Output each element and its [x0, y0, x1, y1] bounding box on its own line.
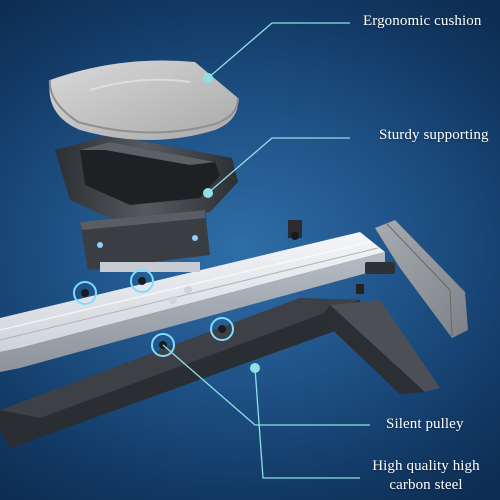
- callout-line-pulley: [162, 344, 370, 426]
- seat-cushion: [48, 60, 239, 140]
- callout-label-support: Sturdy supporting: [379, 127, 489, 143]
- pulley-wheel: [210, 317, 234, 341]
- callout-dots: [203, 73, 260, 373]
- callout-line-support: [207, 137, 350, 194]
- callout-line-cushion: [207, 22, 350, 79]
- pulley-wheels: [73, 269, 234, 357]
- callout-dot: [203, 73, 213, 83]
- callout-dot: [250, 363, 260, 373]
- pulley-wheel: [73, 281, 97, 305]
- seat-housing: [55, 135, 302, 272]
- pulley-wheel: [130, 269, 154, 293]
- steel-frame: [0, 298, 440, 448]
- callout-label-pulley: Silent pulley: [386, 416, 464, 432]
- aluminium-rail: [0, 232, 385, 372]
- front-stop: [356, 220, 468, 338]
- callout-line-steel: [254, 367, 360, 479]
- callout-lines: [162, 22, 370, 479]
- callout-label-cushion: Ergonomic cushion: [363, 13, 482, 29]
- callout-label-steel: High quality high carbon steel: [372, 458, 480, 493]
- callout-dot: [203, 188, 213, 198]
